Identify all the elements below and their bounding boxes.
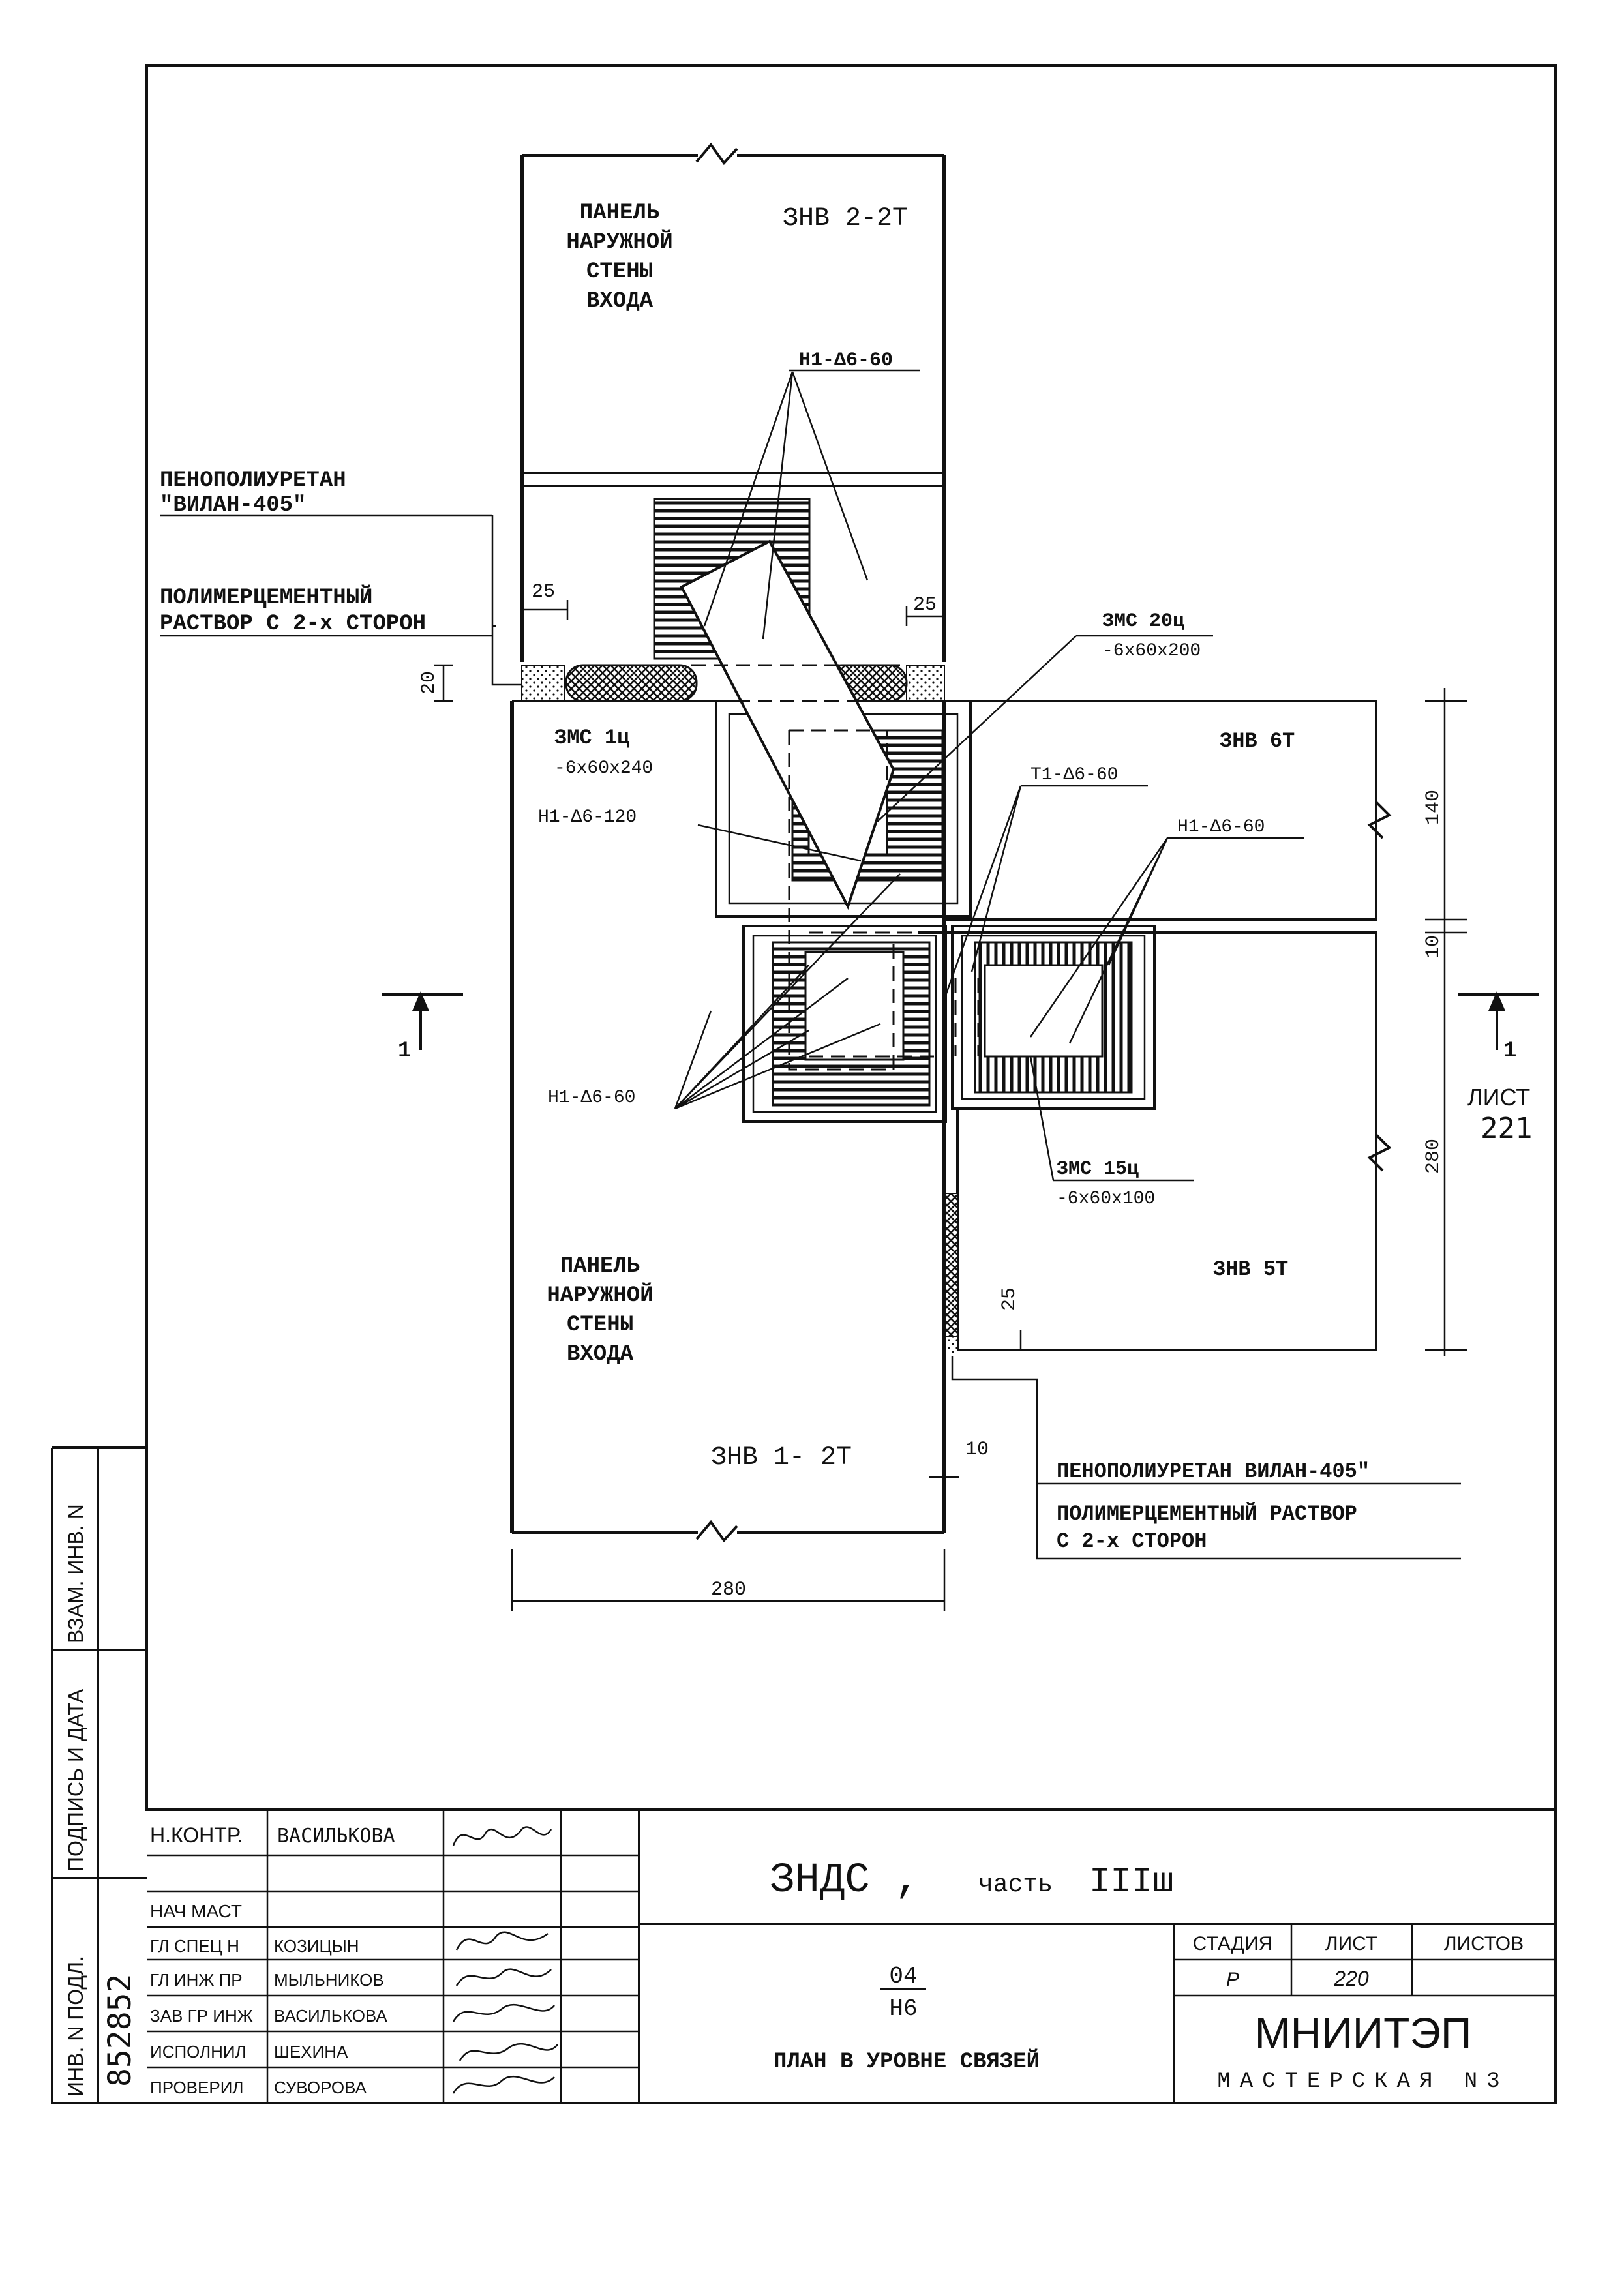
label-h1-left: Н1-Δ6-60	[548, 1088, 635, 1108]
label-h1-120: Н1-Δ6-120	[538, 807, 637, 828]
sheet-value: 220	[1333, 1967, 1369, 1990]
svg-text:ИСПОЛНИЛ: ИСПОЛНИЛ	[150, 2042, 247, 2061]
workshop-name: МАСТЕРСКАЯ N3	[1217, 2069, 1509, 2094]
org-name: МНИИТЭП	[1255, 2009, 1472, 2057]
svg-text:ПОДПИСЬ И ДАТА: ПОДПИСЬ И ДАТА	[64, 1688, 87, 1872]
part-number: IIIш	[1089, 1863, 1174, 1902]
project-name: ЗНДС ,	[770, 1857, 920, 1904]
svg-text:ВАСИЛЬКОВА: ВАСИЛЬКОВА	[277, 1825, 395, 1848]
svg-text:СТЕНЫ: СТЕНЫ	[586, 260, 653, 284]
dim-10-bottom: 10	[965, 1439, 989, 1461]
panel-5t-mark: ЗНВ 5Т	[1213, 1257, 1288, 1281]
svg-text:ВАСИЛЬКОВА: ВАСИЛЬКОВА	[274, 2006, 387, 2026]
title-block	[147, 1808, 1557, 2104]
svg-text:ПАНЕЛЬ: ПАНЕЛЬ	[560, 1254, 640, 1279]
dim-25-bottom: 25	[999, 1287, 1021, 1311]
svg-text:ИНВ. N ПОДЛ.: ИНВ. N ПОДЛ.	[64, 1956, 87, 2097]
title-block-rows: Н.КОНТР. ВАСИЛЬКОВА НАЧ МАСТ ГЛ СПЕЦ Н К…	[150, 1823, 395, 2097]
svg-text:ВХОДА: ВХОДА	[567, 1342, 634, 1367]
svg-text:КОЗИЦЫН: КОЗИЦЫН	[274, 1936, 359, 1956]
svg-text:ГЛ ИНЖ ПР: ГЛ ИНЖ ПР	[150, 1970, 243, 1990]
label-zms1-2: -6х60х240	[554, 758, 653, 779]
label-zms1-1: ЗМС 1ц	[554, 726, 629, 750]
panel-5t	[944, 931, 1392, 1351]
svg-text:СТЕНЫ: СТЕНЫ	[567, 1313, 633, 1338]
dim-140: 140	[1422, 790, 1445, 825]
label-zms20-2: -6х60х200	[1102, 641, 1201, 661]
stage-value: Р	[1226, 1969, 1239, 1990]
svg-text:ВЗАМ. ИНВ. N: ВЗАМ. ИНВ. N	[64, 1504, 87, 1643]
dim-280-bottom: 280	[711, 1579, 746, 1601]
section-label-right: 1	[1503, 1039, 1516, 1064]
side-stamp: ВЗАМ. ИНВ. N ПОДПИСЬ И ДАТА ИНВ. N ПОДЛ.…	[51, 1446, 147, 2104]
sheet-label: ЛИСТ	[1325, 1933, 1377, 1954]
label-zms20-1: ЗМС 20ц	[1102, 610, 1184, 633]
svg-text:ВХОДА: ВХОДА	[586, 289, 654, 314]
label-h1-right: Н1-Δ6-60	[1177, 817, 1265, 837]
svg-text:Н.КОНТР.: Н.КОНТР.	[150, 1823, 243, 1847]
stage-label: СТАДИЯ	[1193, 1933, 1273, 1954]
label-h1-top: Н1-Δ6-60	[799, 350, 893, 372]
panel-bottom-label: ПАНЕЛЬ НАРУЖНОЙ СТЕНЫ ВХОДА	[547, 1254, 653, 1367]
sheet-ref-word: ЛИСТ	[1467, 1084, 1530, 1111]
panel-top-mark: ЗНВ 2-2Т	[783, 204, 908, 233]
sheet-title: ПЛАН В УРОВНЕ СВЯЗЕЙ	[774, 2049, 1040, 2074]
section-mark-left	[382, 991, 463, 1050]
plate-zms20	[680, 539, 900, 910]
mortar-label-right-2: С 2-х СТОРОН	[1057, 1529, 1207, 1553]
foam-label-left-1: ПЕНОПОЛИУРЕТАН	[160, 468, 346, 493]
leaders	[160, 369, 1461, 1560]
dimension-lines	[434, 600, 1467, 1611]
mortar-label-right-1: ПОЛИМЕРЦЕМЕНТНЫЙ РАСТВОР	[1057, 1502, 1357, 1526]
sheet-code-top: 04	[889, 1963, 917, 1990]
dim-280-right: 280	[1422, 1139, 1445, 1174]
vertical-joint	[943, 1109, 959, 1533]
panel-6t	[944, 700, 1392, 921]
section-label-left: 1	[398, 1039, 411, 1064]
svg-text:ШЕХИНА: ШЕХИНА	[274, 2042, 348, 2061]
mortar-label-left-2: РАСТВОР С 2-х СТОРОН	[160, 612, 426, 636]
plate-zms15	[809, 925, 1156, 1110]
sheet-border	[145, 64, 1557, 1811]
panel-6t-mark: ЗНВ 6Т	[1220, 729, 1295, 753]
panel-bottom-mark: ЗНВ 1- 2Т	[711, 1443, 852, 1473]
svg-text:НАЧ МАСТ: НАЧ МАСТ	[150, 1901, 242, 1921]
sheet-ref-num: 221	[1481, 1112, 1532, 1145]
label-zms15-1: ЗМС 15ц	[1057, 1158, 1139, 1180]
dim-25-right: 25	[913, 594, 937, 616]
svg-text:852852: 852852	[102, 1974, 138, 2087]
svg-text:СУВОРОВА: СУВОРОВА	[274, 2078, 367, 2097]
label-t1: Т1-Δ6-60	[1030, 765, 1118, 785]
svg-text:МЫЛЬНИКОВ: МЫЛЬНИКОВ	[274, 1970, 384, 1990]
mortar-label-left-1: ПОЛИМЕРЦЕМЕНТНЫЙ	[160, 585, 372, 610]
dim-10-right: 10	[1422, 935, 1445, 959]
signatures	[452, 1826, 558, 2094]
plate-bottom-left	[742, 925, 947, 1123]
svg-text:ГЛ СПЕЦ Н: ГЛ СПЕЦ Н	[150, 1936, 239, 1956]
svg-text:ПРОВЕРИЛ: ПРОВЕРИЛ	[150, 2078, 243, 2097]
svg-text:ЗАВ ГР ИНЖ: ЗАВ ГР ИНЖ	[150, 2006, 253, 2026]
dim-20: 20	[418, 671, 440, 695]
foam-label-right: ПЕНОПОЛИУРЕТАН ВИЛАН-405"	[1057, 1460, 1370, 1484]
foam-label-left-2: "ВИЛАН-405"	[160, 493, 306, 518]
panel-top-label: ПАНЕЛЬ НАРУЖНОЙ СТЕНЫ ВХОДА	[566, 201, 672, 314]
label-zms15-2: -6х60х100	[1057, 1189, 1155, 1209]
section-mark-right	[1458, 991, 1539, 1050]
svg-text:НАРУЖНОЙ: НАРУЖНОЙ	[547, 1283, 653, 1308]
dim-25-left: 25	[532, 581, 555, 603]
sheets-label: ЛИСТОВ	[1444, 1933, 1524, 1954]
svg-text:ПАНЕЛЬ: ПАНЕЛЬ	[580, 201, 659, 226]
sheet-code-bottom: Н6	[889, 1996, 917, 2022]
part-word: часть	[978, 1871, 1053, 1899]
svg-text:НАРУЖНОЙ: НАРУЖНОЙ	[566, 230, 672, 255]
